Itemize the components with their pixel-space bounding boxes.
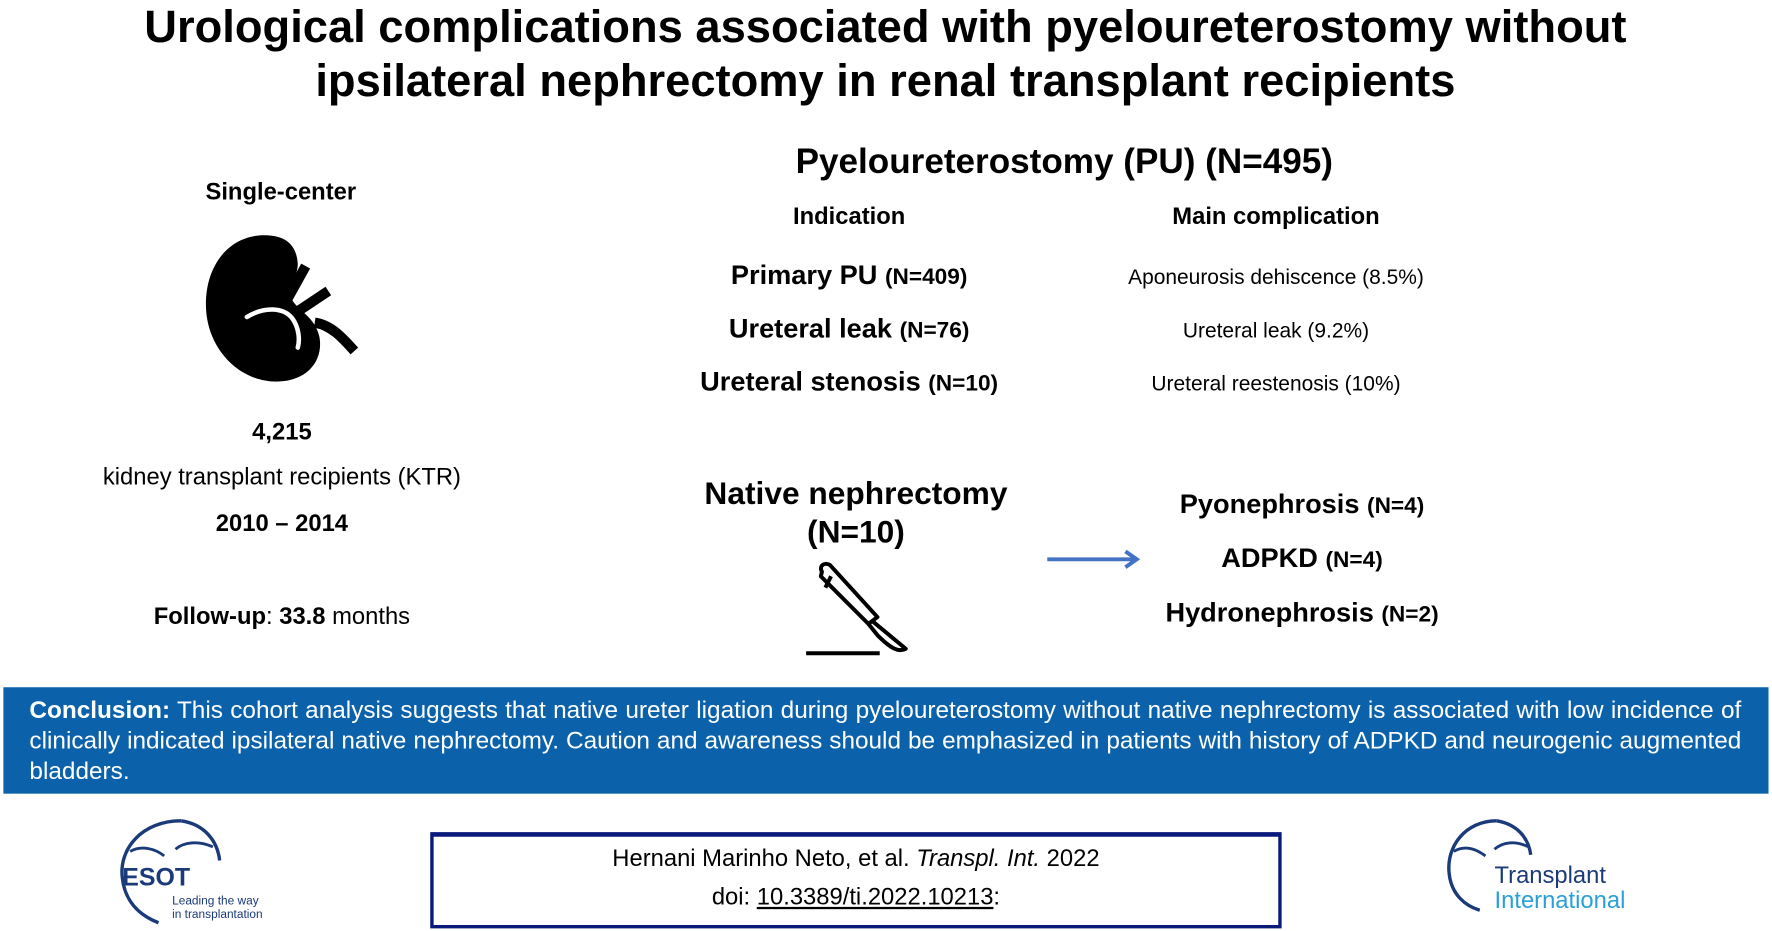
nephrectomy-cause: Pyonephrosis (N=4) [1180,489,1425,521]
nephrectomy-heading: Native nephrectomy (N=10) [704,474,1007,551]
indication-label: Ureteral stenosis [700,366,921,398]
ti-wordmark: Transplant International [1494,862,1626,914]
ti-line-2: International [1494,887,1626,914]
scalpel-icon [806,561,908,656]
pu-heading: Pyeloureterostomy (PU) (N=495) [795,141,1333,182]
conclusion-text: This cohort analysis suggests that nativ… [29,696,1742,785]
cause-n: (N=4) [1367,493,1425,519]
doi-suffix: : [993,884,1001,911]
esot-tagline-1: Leading the way [172,894,259,909]
esot-logo: ESOT Leading the way in transplantation [113,815,283,928]
indication-label: Primary PU [730,260,878,291]
indication-label: Ureteral leak [728,313,893,345]
doi-line: doi: 10.3389/ti.2022.10213: [434,879,1279,917]
doi-link[interactable]: 10.3389/ti.2022.10213 [756,884,994,911]
cause-n: (N=4) [1325,547,1383,573]
followup-unit: months [325,603,411,630]
citation-journal: Transpl. Int. [916,845,1041,872]
study-period: 2010 – 2014 [215,510,349,537]
nephrectomy-line-1: Native nephrectomy [704,475,1008,511]
indication-row: Primary PU (N=409) [731,260,968,292]
citation-box: Hernani Marinho Neto, et al. Transpl. In… [430,832,1282,929]
ti-emblem-icon [1447,819,1533,912]
indication-n: (N=10) [928,371,999,397]
followup-value: 33.8 [279,603,326,630]
indication-row: Ureteral stenosis (N=10) [700,367,998,399]
nephrectomy-cause: Hydronephrosis (N=2) [1165,598,1438,630]
arrow-right-icon [1047,549,1141,569]
complication-item: Aponeurosis dehiscence (8.5%) [1128,264,1424,289]
complication-item: Ureteral leak (9.2%) [1182,318,1370,342]
indication-header: Indication [793,203,906,230]
title-line-1: Urological complications associated with… [144,2,1627,53]
page-title: Urological complications associated with… [144,0,1626,109]
transplant-international-logo: Transplant International [1440,815,1666,917]
ktr-label: kidney transplant recipients (KTR) [102,464,461,491]
complication-header: Main complication [1172,203,1380,230]
indication-n: (N=76) [899,318,970,344]
ktr-count: 4,215 [252,418,312,445]
cause-n: (N=2) [1381,602,1439,628]
doi-label: doi: [711,884,757,911]
cause-label: ADPKD [1221,543,1318,575]
esot-tagline: Leading the way in transplantation [172,894,263,921]
citation-authors: Hernani Marinho Neto, et al. [612,845,917,872]
esot-tagline-2: in transplantation [172,908,263,922]
followup-label: Follow-up [153,603,267,630]
conclusion-label: Conclusion: [29,696,171,724]
citation-line: Hernani Marinho Neto, et al. Transpl. In… [434,840,1279,878]
ti-line-1: Transplant [1494,862,1606,889]
title-line-2: ipsilateral nephrectomy in renal transpl… [315,56,1456,107]
single-center-label: Single-center [205,178,357,205]
esot-name: ESOT [122,862,191,892]
conclusion-banner: Conclusion: This cohort analysis suggest… [3,687,1769,794]
nephrectomy-cause: ADPKD (N=4) [1221,543,1382,575]
citation-year: 2022 [1040,845,1100,872]
indication-row: Ureteral leak (N=76) [729,314,970,346]
indication-n: (N=409) [884,264,968,290]
nephrectomy-count: (N=10) [807,514,905,550]
kidney-icon [205,235,359,382]
cause-label: Hydronephrosis [1165,597,1374,629]
complication-item: Ureteral reestenosis (10%) [1151,371,1401,396]
followup: Follow-up: 33.8 months [153,603,411,630]
cause-label: Pyonephrosis [1179,489,1360,520]
esot-emblem-icon [120,819,222,925]
